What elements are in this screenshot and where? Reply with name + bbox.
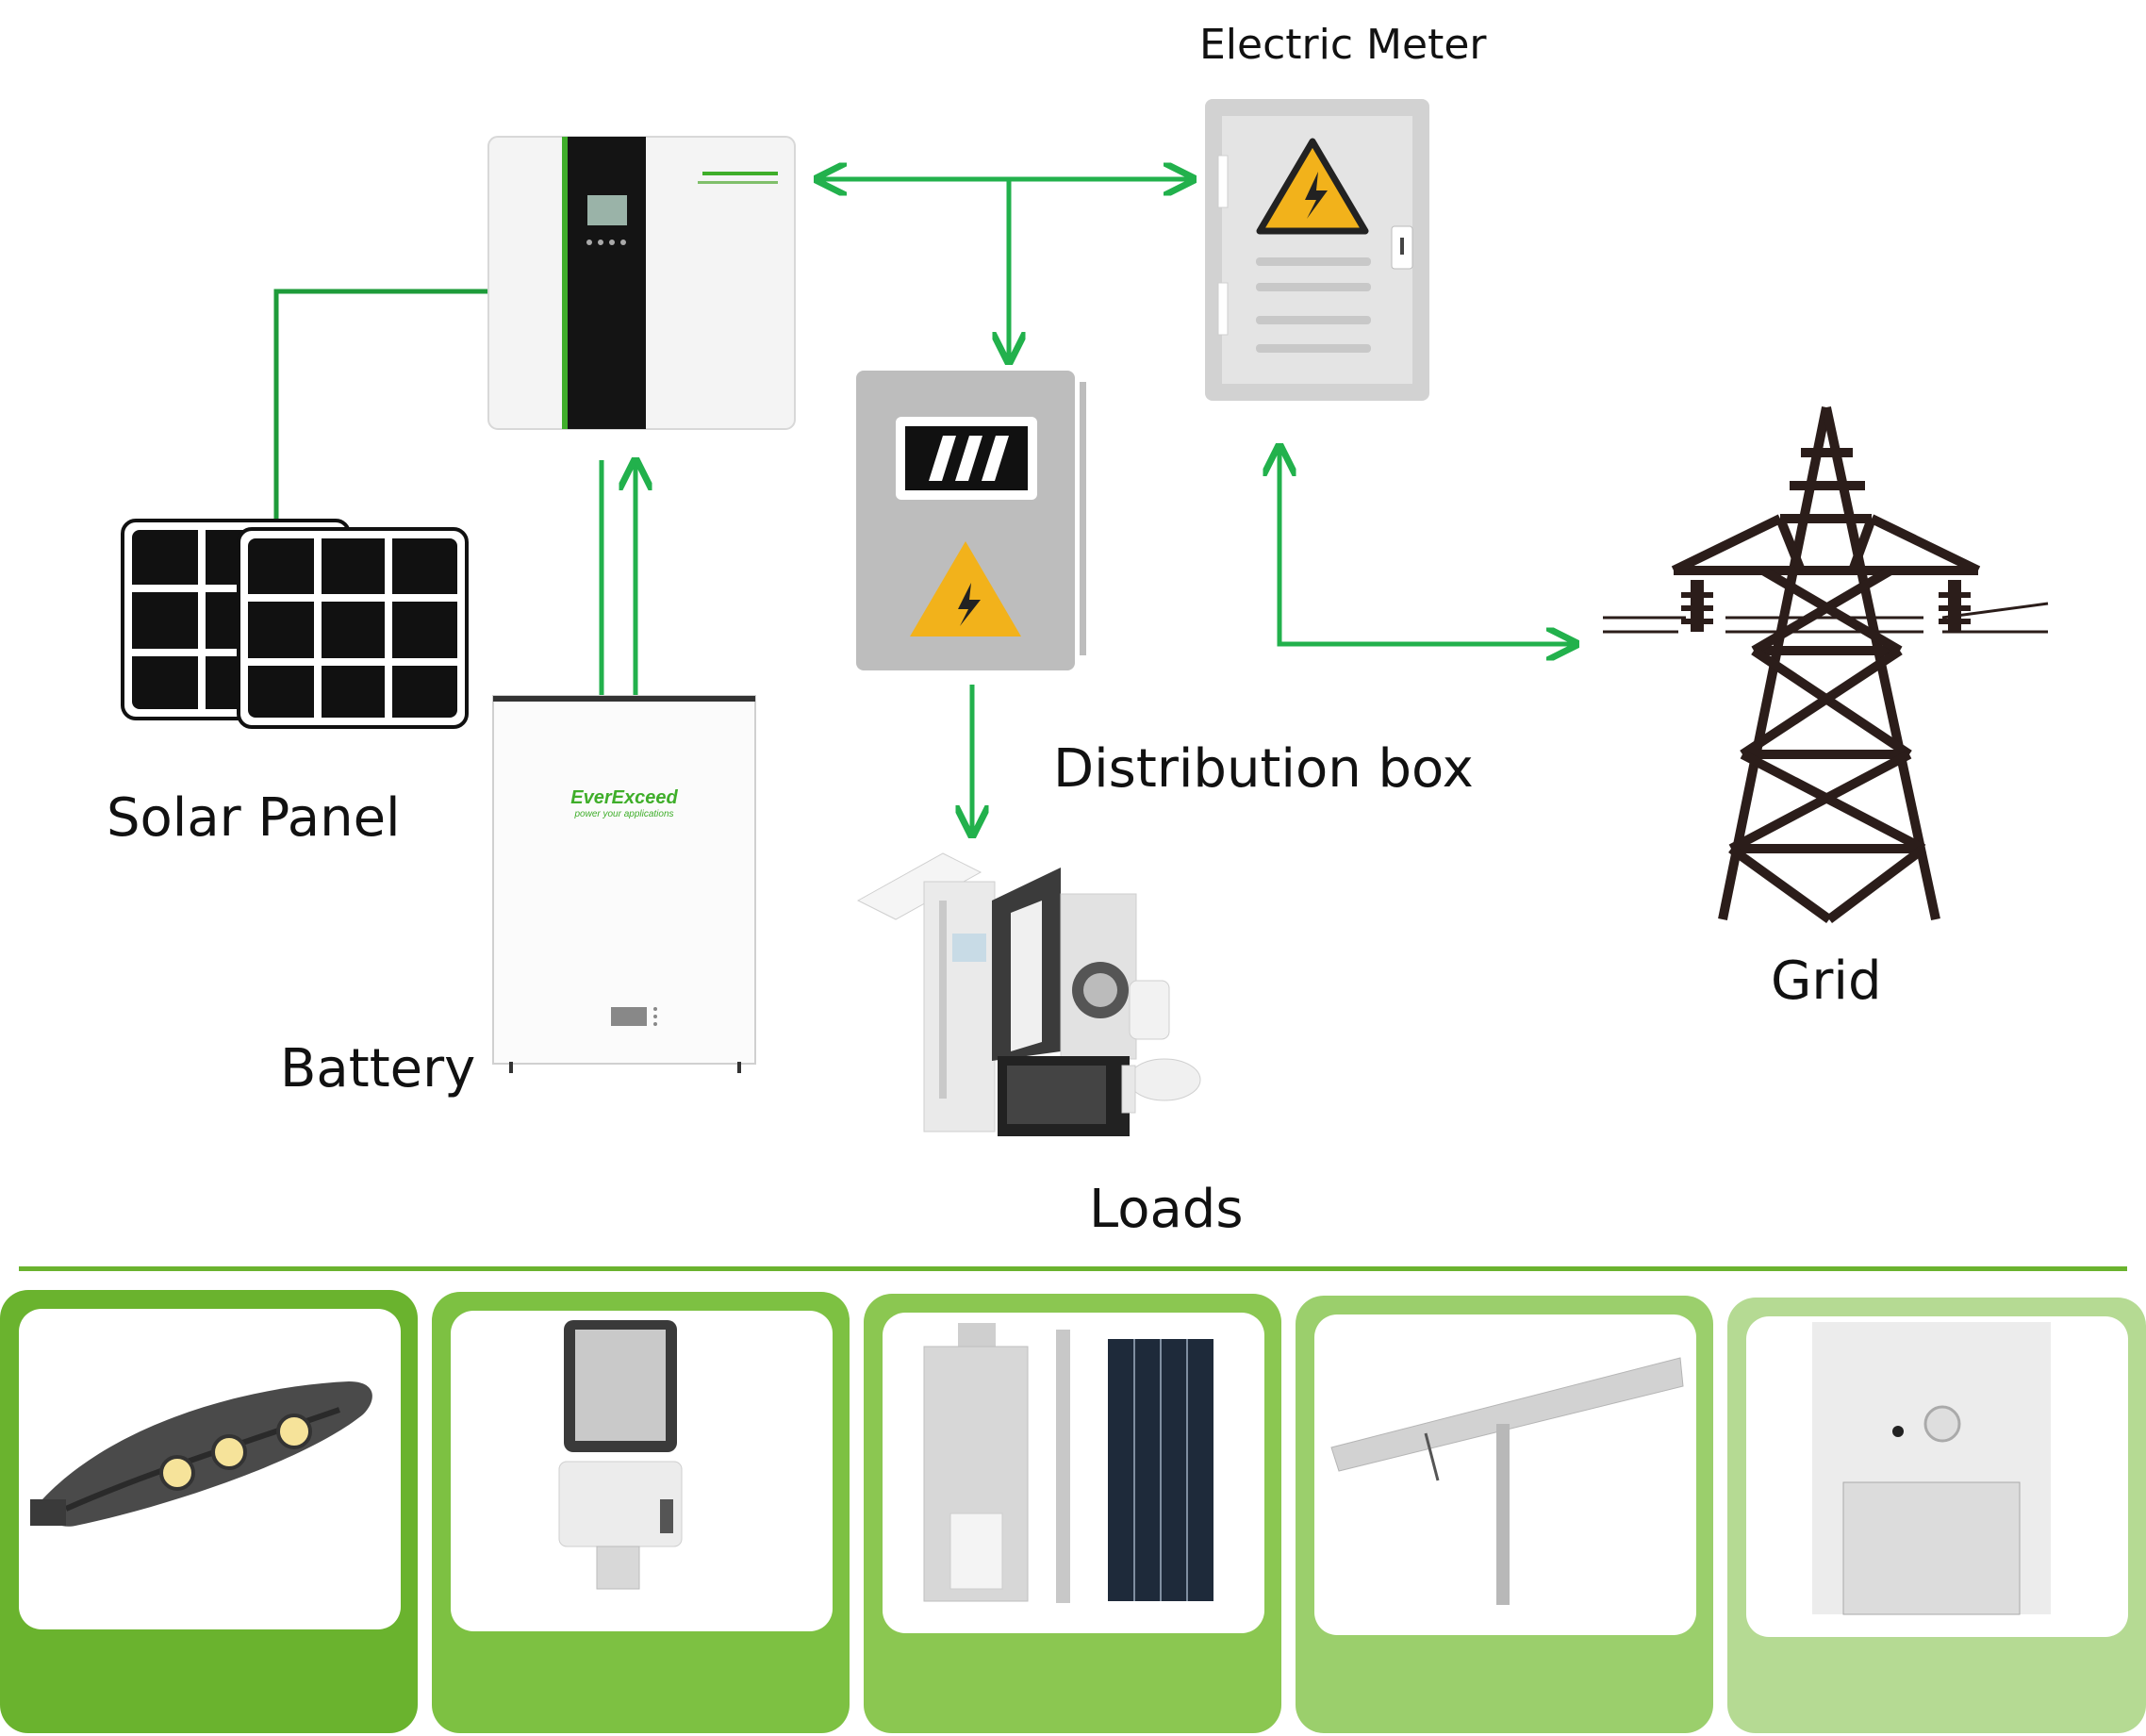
distribution-warning-icon bbox=[910, 541, 1021, 637]
grid-label: Grid bbox=[1771, 951, 1882, 1012]
grid-pylon-icon bbox=[1603, 405, 2049, 924]
battery: EverExceed power your applications bbox=[492, 695, 756, 1073]
inverter bbox=[487, 136, 796, 430]
product-card-2[interactable] bbox=[432, 1292, 850, 1733]
grid-insulators bbox=[1681, 580, 1971, 632]
electric-meter bbox=[1205, 99, 1429, 401]
solar-panel-icon bbox=[121, 519, 469, 729]
product-card-5[interactable] bbox=[1727, 1298, 2146, 1733]
distribution-box bbox=[856, 371, 1086, 670]
battery-brand-logo: EverExceed bbox=[570, 787, 678, 808]
solar-panel-label: Solar Panel bbox=[107, 787, 401, 849]
loads-label: Loads bbox=[1089, 1179, 1244, 1240]
distribution-box-label: Distribution box bbox=[1053, 738, 1474, 800]
battery-label: Battery bbox=[280, 1038, 476, 1099]
product-card-3[interactable] bbox=[864, 1294, 1281, 1733]
product-card-4[interactable] bbox=[1296, 1296, 1713, 1733]
meter-grid-arrow bbox=[1279, 450, 1573, 644]
section-divider bbox=[19, 1266, 2127, 1271]
solar-to-inverter-line bbox=[273, 289, 488, 523]
flow-lines bbox=[273, 179, 1573, 832]
loads-icon bbox=[856, 852, 1201, 1136]
product-card-1[interactable] bbox=[0, 1290, 418, 1733]
electric-meter-label: Electric Meter bbox=[1199, 21, 1487, 69]
battery-brand-tagline: power your applications bbox=[573, 809, 673, 819]
